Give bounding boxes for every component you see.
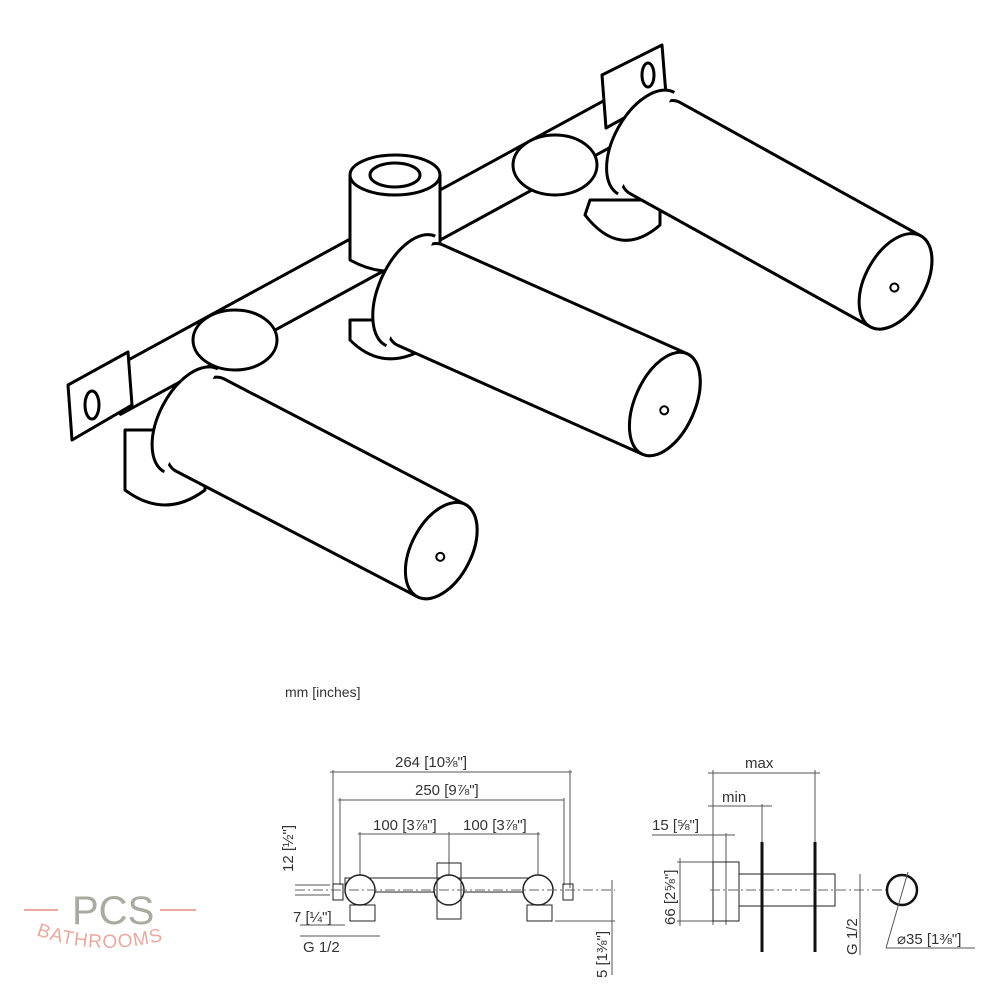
- dim-depth-5: 5 [1⅜"]: [594, 931, 611, 978]
- side-view-drawing: [652, 770, 975, 955]
- logo-brand: PCS: [72, 889, 154, 933]
- dim-min: min: [722, 789, 746, 806]
- dim-height-66: 66 [2⅝"]: [662, 870, 679, 925]
- dim-spacing-right: 100 [3⅞"]: [463, 817, 527, 834]
- right-sleeve: [511, 133, 599, 197]
- dim-thread-side: G 1/2: [844, 918, 861, 955]
- front-view-drawing: [295, 770, 615, 975]
- left-sleeve: [191, 308, 279, 372]
- dim-max: max: [745, 755, 774, 772]
- dim-height-12: 12 [½"]: [280, 825, 297, 872]
- left-cylinder: [150, 365, 479, 601]
- dim-brackets: 250 [9⅞"]: [415, 782, 479, 799]
- pcs-bathrooms-logo: PCS BATHROOMS: [24, 889, 196, 953]
- units-label: mm [inches]: [285, 684, 361, 700]
- dim-offset-7: 7 [¼"]: [293, 909, 332, 926]
- middle-cylinder: [371, 233, 702, 458]
- dim-spacing-left: 100 [3⅞"]: [373, 817, 437, 834]
- dim-thread-front: G 1/2: [303, 939, 340, 956]
- right-cylinder: [605, 88, 934, 331]
- left-bracket: [66, 350, 134, 442]
- dim-overall: 264 [10⅜"]: [395, 754, 467, 771]
- right-body: [583, 198, 662, 242]
- dim-flange-15: 15 [⅝"]: [652, 817, 699, 834]
- dim-diameter: ⌀35 [1⅜"]: [897, 931, 961, 948]
